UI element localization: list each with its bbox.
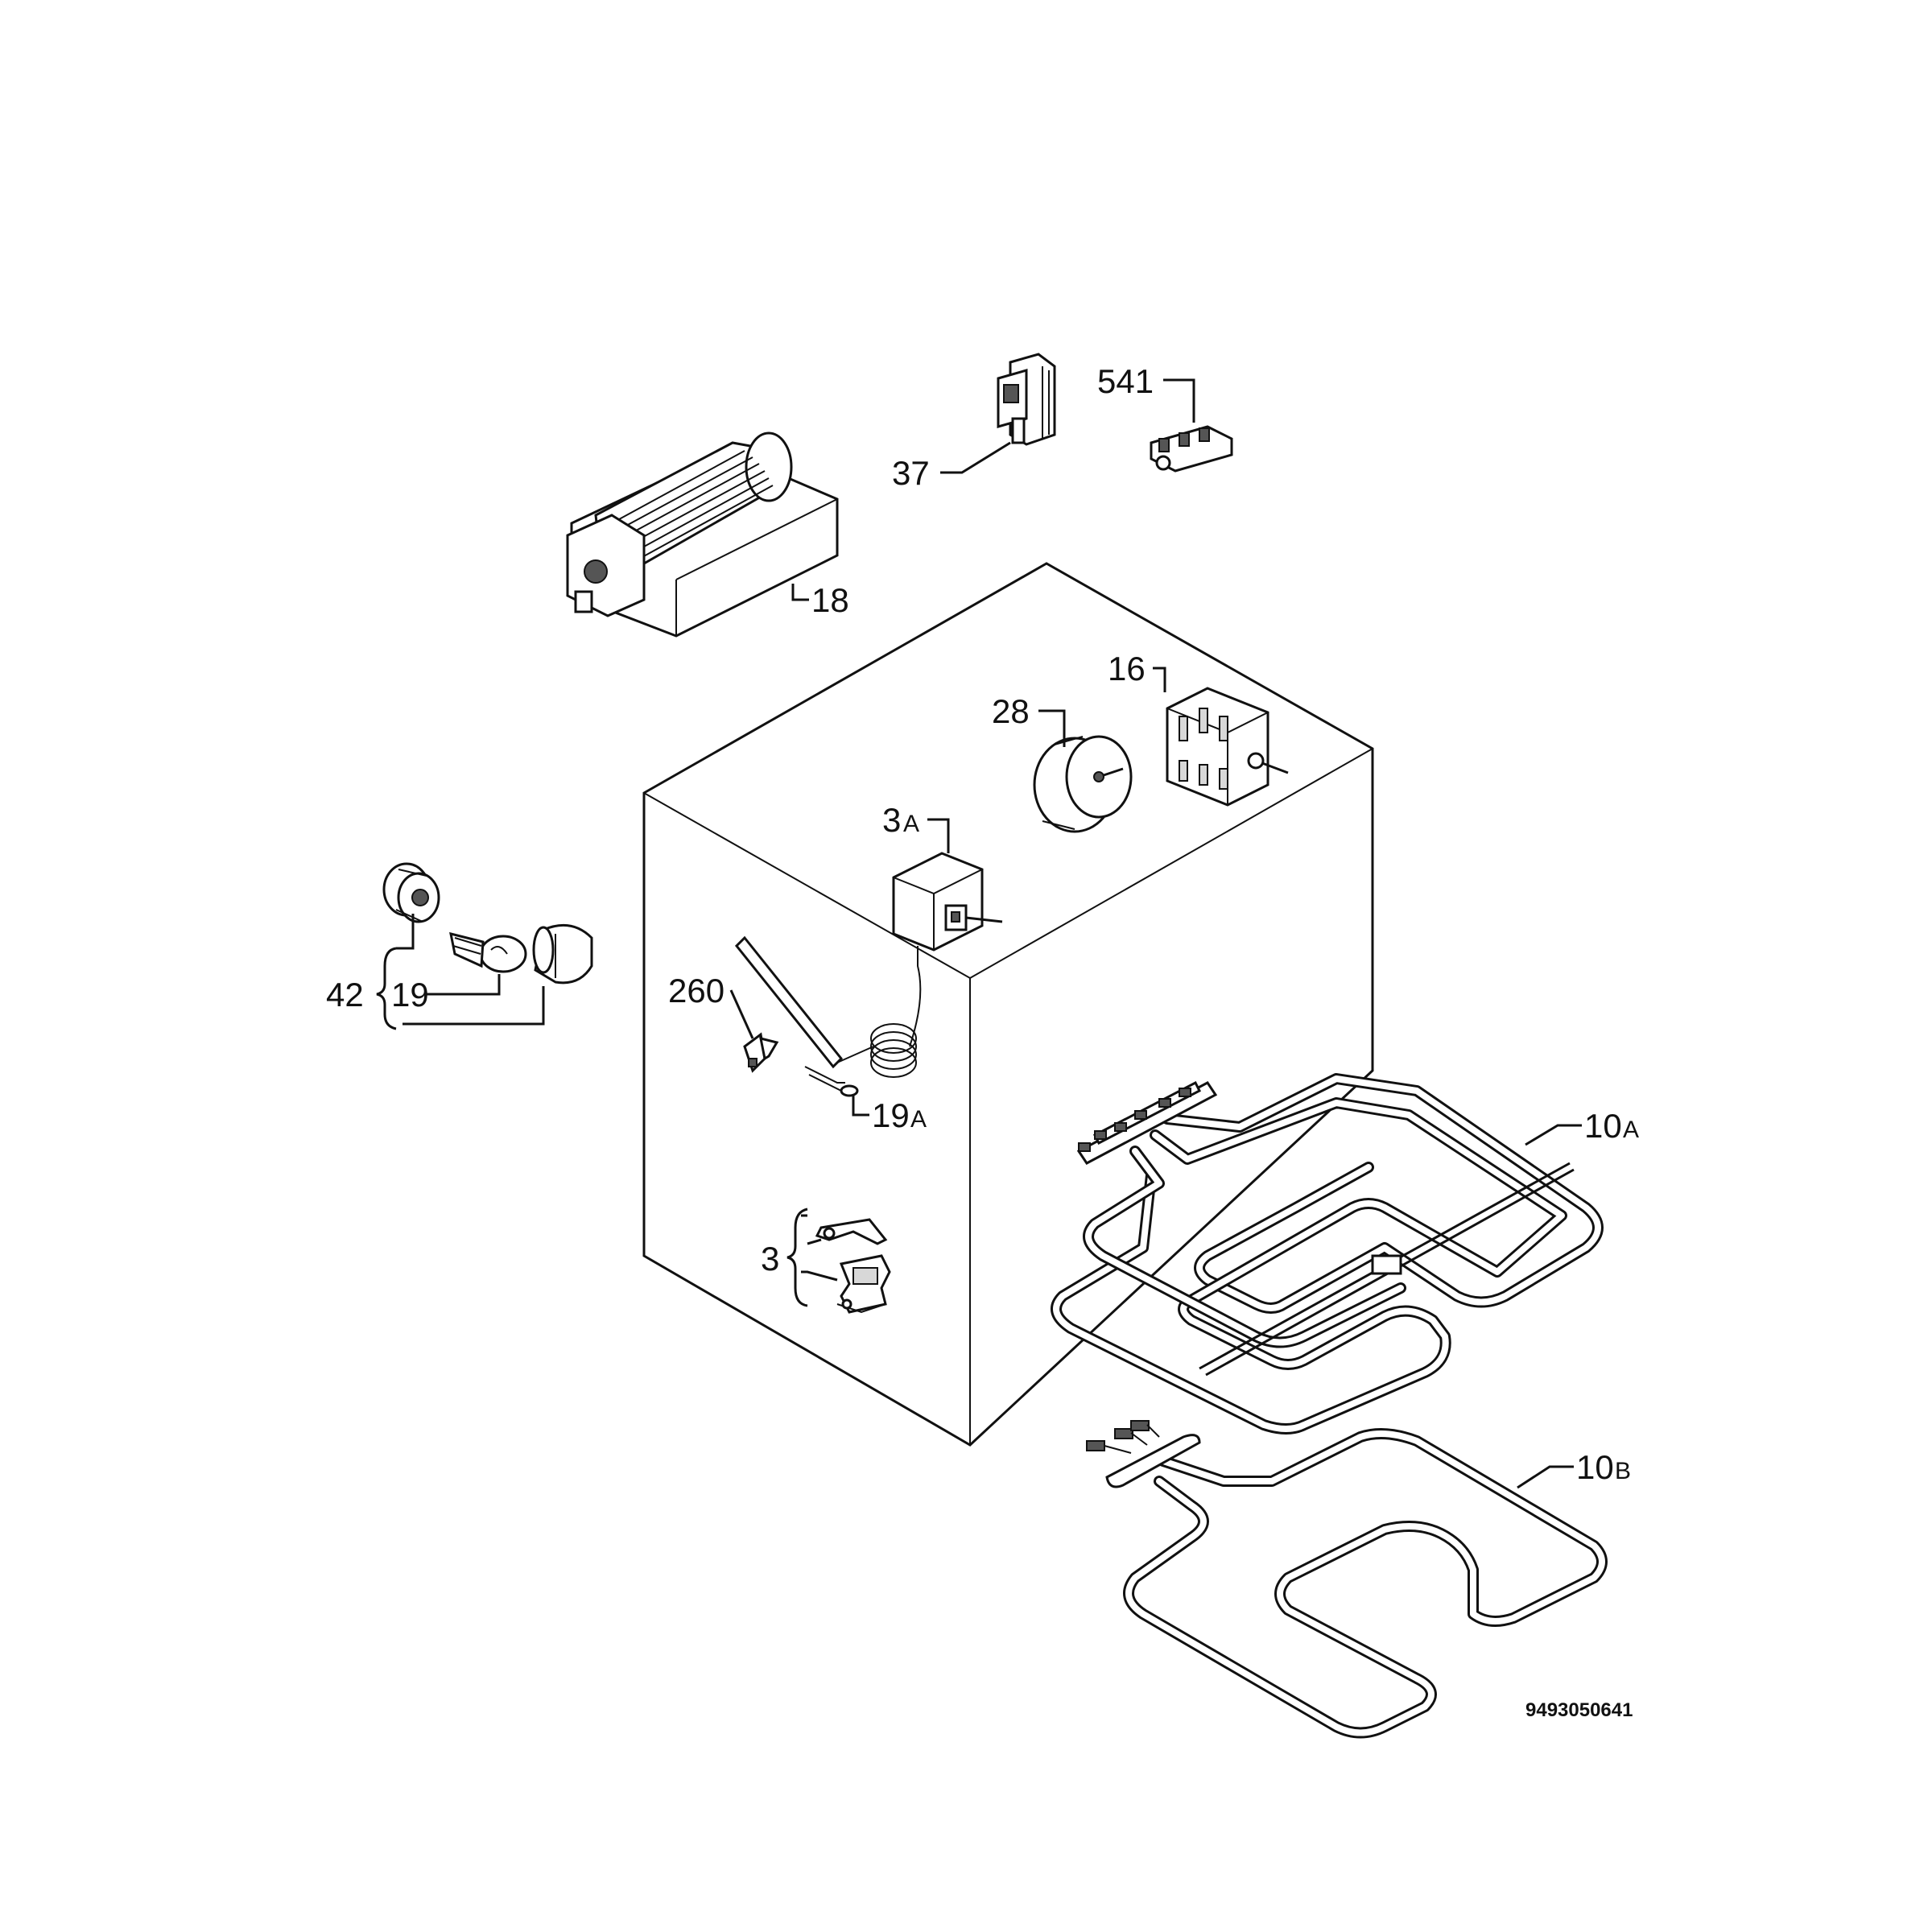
label-3: 3 bbox=[761, 1240, 779, 1278]
label-260: 260 bbox=[668, 972, 724, 1009]
part-10b-bottom-element bbox=[1086, 1420, 1608, 1739]
label-10a-number: 10 bbox=[1584, 1107, 1622, 1145]
part-10a-grill-element bbox=[1051, 1073, 1604, 1435]
label-19a-number: 19 bbox=[872, 1096, 910, 1134]
part-541-connector bbox=[1150, 425, 1233, 473]
part-16-selector-switch bbox=[1166, 687, 1289, 807]
label-42: 42 bbox=[326, 976, 364, 1013]
label-19: 19 bbox=[391, 976, 429, 1013]
part-3-thermal-cutout bbox=[815, 1218, 891, 1314]
part-260-clip bbox=[743, 1032, 779, 1073]
part-42-lamp-cover bbox=[532, 923, 593, 985]
label-10b-number: 10 bbox=[1576, 1448, 1614, 1486]
label-541: 541 bbox=[1097, 362, 1154, 400]
part-18-tangential-fan bbox=[566, 431, 839, 638]
part-42-lamp-holder bbox=[382, 862, 440, 923]
label-18: 18 bbox=[811, 581, 849, 619]
part-19-oven-lamp bbox=[449, 931, 527, 973]
diagram-code: 9493050641 bbox=[1525, 1699, 1633, 1721]
label-3a-suffix: A bbox=[903, 811, 919, 837]
label-19a-suffix: A bbox=[910, 1106, 927, 1133]
label-10a-suffix: A bbox=[1623, 1117, 1639, 1143]
label-3a-number: 3 bbox=[882, 801, 901, 839]
label-10b-suffix: B bbox=[1615, 1458, 1631, 1484]
part-28-timer bbox=[1033, 735, 1133, 833]
label-37: 37 bbox=[892, 454, 930, 492]
part-3a-thermostat bbox=[734, 852, 1003, 1078]
label-16: 16 bbox=[1108, 650, 1146, 687]
label-28: 28 bbox=[992, 692, 1030, 730]
part-37-door-switch bbox=[997, 353, 1056, 446]
part-19a-lamp-wire bbox=[804, 1066, 859, 1097]
oven-cavity-box bbox=[642, 562, 1374, 1447]
